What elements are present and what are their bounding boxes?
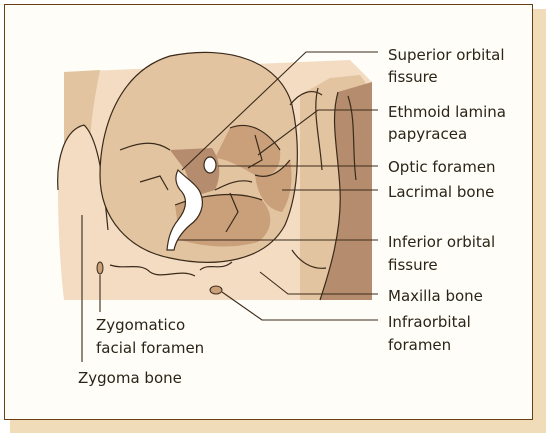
- label-superior-orbital-fissure-1: Superior orbital: [388, 46, 505, 64]
- label-lacrimal-bone: Lacrimal bone: [388, 183, 494, 201]
- infraorbital-foramen-hole: [210, 286, 222, 294]
- label-zygomatico-1: Zygomatico: [96, 316, 185, 334]
- label-infraorbital-1: Infraorbital: [388, 313, 471, 331]
- label-zygoma-bone: Zygoma bone: [78, 369, 182, 387]
- label-ethmoid-1: Ethmoid lamina: [388, 103, 506, 121]
- label-maxilla-bone: Maxilla bone: [388, 287, 483, 305]
- label-zygomatico-2: facial foramen: [96, 339, 204, 357]
- label-inferior-orbital-fissure-2: fissure: [388, 256, 438, 274]
- label-inferior-orbital-fissure-1: Inferior orbital: [388, 233, 495, 251]
- optic-foramen-hole: [204, 157, 216, 173]
- label-infraorbital-2: foramen: [388, 336, 451, 354]
- zygomaticofacial-foramen-hole: [97, 262, 103, 274]
- label-ethmoid-2: papyracea: [388, 125, 467, 143]
- label-superior-orbital-fissure-2: fissure: [388, 68, 438, 86]
- label-optic-foramen: Optic foramen: [388, 158, 496, 176]
